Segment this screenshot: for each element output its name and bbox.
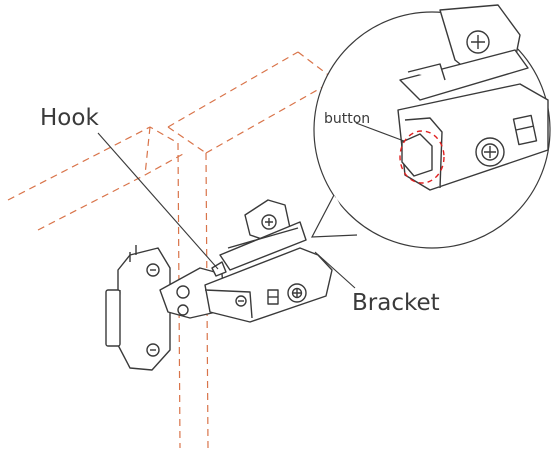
button-leader (355, 122, 405, 142)
leader-lines (97, 122, 405, 289)
button-highlight (399, 130, 445, 184)
bracket-leader (314, 251, 356, 289)
hook-leader (97, 132, 219, 270)
hinge-assembly (105, 199, 333, 371)
bracket-label: Bracket (352, 290, 440, 316)
magnified-bracket (397, 4, 549, 191)
button-label: button (324, 111, 370, 127)
hook-label: Hook (40, 105, 99, 131)
